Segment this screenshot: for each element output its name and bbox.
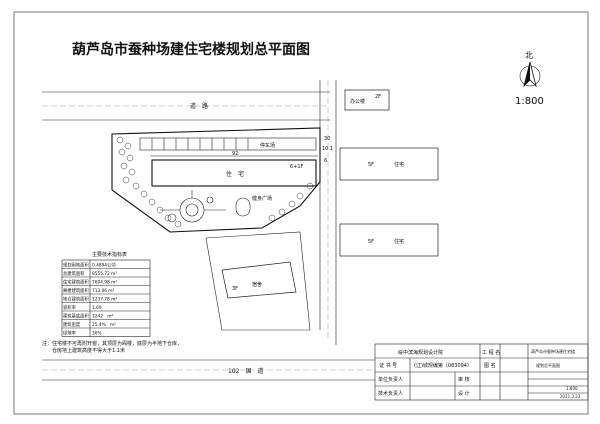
tech-table-value: 1.69 xyxy=(92,305,102,311)
east-road xyxy=(319,80,337,345)
main-residential-building xyxy=(151,159,317,187)
north-road-label: 道 路 xyxy=(190,102,208,110)
cert-label: 证 书 号 xyxy=(379,362,397,369)
residential-building-east-2 xyxy=(339,223,439,257)
national-road-102 xyxy=(42,359,375,381)
drawing-label: 图 名 xyxy=(484,362,496,369)
tech-table-frame xyxy=(61,259,151,337)
dormitory-label: 宿舍 xyxy=(252,281,262,288)
scale-label: 1:800 xyxy=(515,96,544,107)
tech-table-value: 30% xyxy=(92,330,102,336)
tech-table-key: 规划用地面积 xyxy=(63,261,89,268)
tree-row-icon xyxy=(116,136,314,228)
parking-strip xyxy=(139,137,317,151)
site-boundary xyxy=(111,127,321,233)
north-arrow-icon xyxy=(519,61,541,88)
main-building-label: 住 宅 xyxy=(226,170,244,178)
tech-table-value: 7604.98 m² xyxy=(92,279,117,285)
dimension-92: 92 xyxy=(232,151,238,157)
parking-label: 停车场 xyxy=(260,142,275,149)
tech-table-value: 1237.78 m² xyxy=(92,296,117,302)
dormitory-parcel xyxy=(205,231,311,331)
tech-table-key: 绿地率 xyxy=(63,329,77,336)
institute-name: 绥中滨海规划设计院 xyxy=(398,349,443,356)
dimension-10-1: 10.1 xyxy=(322,146,333,152)
dimension-30: 30 xyxy=(324,136,330,142)
date-value: 2011.3.23 xyxy=(560,394,581,399)
residential-building-east-1 xyxy=(339,147,439,181)
office-building-floors: 2F xyxy=(375,94,381,100)
residential-east-2-floors: 5F xyxy=(368,239,374,245)
national-road-label: 102 国 道 xyxy=(228,367,263,375)
residential-east-2-label: 住宅 xyxy=(394,238,404,245)
fitness-plaza-label: 健身广场 xyxy=(252,195,272,202)
drawing-frame xyxy=(13,11,589,415)
dormitory-floors: 3F xyxy=(232,286,238,292)
tech-table-value: 1242 m² xyxy=(92,313,113,319)
project-value: 葫芦岛市蚕种场建住宅楼 xyxy=(531,348,575,354)
office-building xyxy=(344,89,390,111)
tech-table-key: 容积率 xyxy=(63,304,77,311)
tech-table-value: 713.06 m² xyxy=(92,288,115,294)
tech-table-value: 25.4% m² xyxy=(92,322,116,328)
tech-table-note-2: 仓房地上建筑高度不得大于1.1米 xyxy=(42,347,125,354)
office-building-label: 办公楼 xyxy=(350,98,365,105)
drawing-title: 葫芦岛市蚕种场建住宅楼规划总平面图 xyxy=(72,41,310,58)
unit-label: 单位负责人 xyxy=(378,376,403,383)
dimension-6: 6 xyxy=(324,158,327,164)
north-label: 北 xyxy=(525,51,533,60)
tech-table-key: 总建筑面积 xyxy=(63,270,85,277)
tech-table-key: 住宅建筑面积 xyxy=(63,278,89,285)
tech-label: 技术负责人 xyxy=(378,390,403,397)
tech-table-value: 0.4894公顷 xyxy=(92,261,116,268)
residential-east-1-floors: 5F xyxy=(368,162,374,168)
residential-east-1-label: 住宅 xyxy=(394,161,404,168)
tech-table-key: 建筑基底面积 xyxy=(63,312,89,319)
review-label: 审 核 xyxy=(458,376,470,383)
fitness-plaza xyxy=(160,190,251,223)
tech-table-key: 建筑密度 xyxy=(63,321,81,328)
tech-table-key: 阁楼建筑面积 xyxy=(63,287,89,294)
drawing-value: 规划总平面图 xyxy=(536,362,560,368)
tech-table-title: 主要技术指标表 xyxy=(92,251,127,258)
dormitory-building xyxy=(221,261,297,299)
scale-value: 1:800 xyxy=(566,386,578,391)
tech-table-value: 9555.72 m² xyxy=(92,271,117,277)
project-label: 工 程 名 xyxy=(482,349,500,356)
title-block xyxy=(374,343,589,401)
tech-table-key: 地仓建筑面积 xyxy=(63,295,89,302)
cert-value: (辽)城规编第（083094） xyxy=(414,362,472,369)
north-road xyxy=(42,91,330,121)
tech-table-note-1: 注：住宅楼不可再附开窗，其顶层为阁楼，底层为半地下仓库， xyxy=(42,340,182,347)
design-label: 设 计 xyxy=(458,390,470,397)
main-building-floors: 6+1F xyxy=(290,164,304,170)
